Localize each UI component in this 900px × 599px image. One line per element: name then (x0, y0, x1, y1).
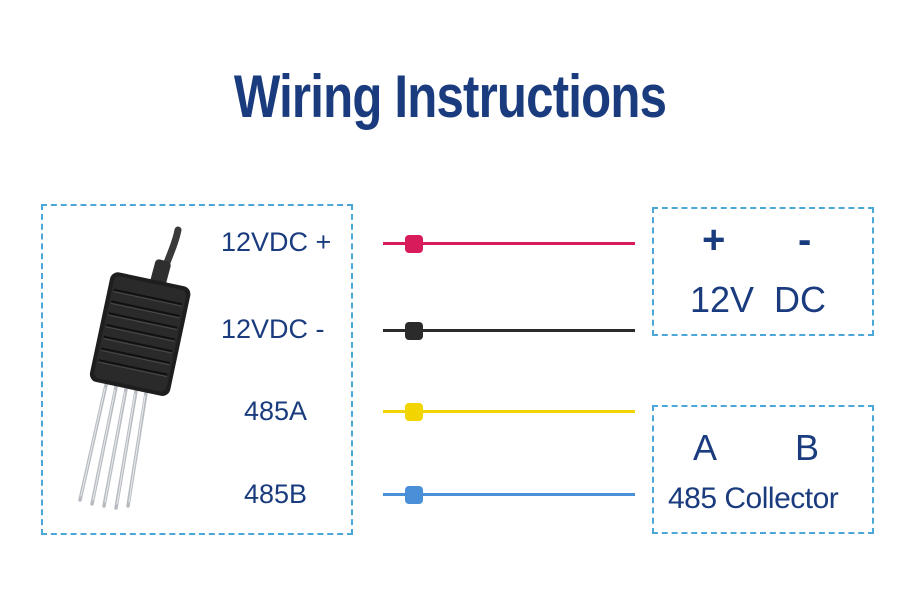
power-caption: 12V DC (690, 279, 827, 320)
power-plus-symbol: + (702, 218, 726, 262)
page-title: Wiring Instructions (233, 63, 667, 130)
wire-blue-line (383, 493, 635, 496)
sensor-panel (41, 204, 353, 535)
power-minus-symbol: - (798, 218, 812, 262)
collector-a-label: A (693, 427, 718, 468)
wire-yellow-line (383, 410, 635, 413)
collector-caption: 485 Collector (668, 482, 839, 515)
collector-b-label: B (795, 427, 820, 468)
wire-red-connector (405, 235, 423, 253)
soil-sensor-probe-icon (78, 226, 191, 510)
collector-panel (652, 405, 874, 534)
power-supply-panel (652, 207, 874, 336)
wire-black-connector (405, 322, 423, 340)
wire-red-line (383, 242, 635, 245)
wire-label-12vdc-minus: 12VDC - (221, 314, 325, 344)
wire-label-12vdc-plus: 12VDC + (221, 227, 332, 257)
wire-label-485b: 485B (244, 479, 308, 509)
wire-blue-connector (405, 486, 423, 504)
wire-black-line (383, 329, 635, 332)
wire-yellow-connector (405, 403, 423, 421)
wire-label-485a: 485A (244, 396, 308, 426)
